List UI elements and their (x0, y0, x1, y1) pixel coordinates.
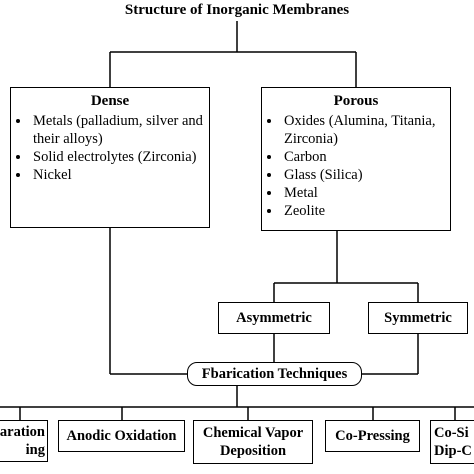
porous-item: Carbon (282, 148, 450, 166)
method-box-co-sintering-dip-coating: Co-Si Dip-C (430, 420, 474, 464)
dense-heading: Dense (90, 93, 130, 109)
dense-item: Metals (palladium, silver and their allo… (31, 112, 209, 148)
dense-item: Solid electrolytes (Zirconia) (31, 148, 209, 166)
porous-box: Porous Oxides (Alumina, Titania, Zirconi… (261, 87, 451, 231)
method-box-chemical-vapor-deposition: Chemical Vapor Deposition (193, 420, 313, 464)
method-line: Anodic Oxidation (66, 428, 177, 444)
method-box-separation: aration ing (0, 420, 48, 462)
method-box-anodic-oxidation: Anodic Oxidation (58, 420, 185, 452)
dense-item: Nickel (31, 166, 209, 184)
porous-item: Metal (282, 184, 450, 202)
method-line: Dip-C (434, 443, 472, 459)
dense-box: Dense Metals (palladium, silver and thei… (10, 87, 210, 228)
method-box-co-pressing: Co-Pressing (325, 420, 420, 452)
method-line: Chemical Vapor (202, 425, 304, 441)
method-line: aration (0, 424, 45, 440)
method-line: ing (25, 442, 45, 458)
symmetric-box: Symmetric (368, 302, 468, 334)
fabrication-techniques-box: Fbarication Techniques (187, 362, 362, 386)
porous-list: Oxides (Alumina, Titania, Zirconia) Carb… (262, 112, 450, 220)
method-line: Deposition (219, 443, 287, 459)
porous-heading: Porous (333, 93, 379, 109)
method-line: Co-Pressing (335, 428, 410, 444)
porous-item: Oxides (Alumina, Titania, Zirconia) (282, 112, 450, 148)
porous-item: Zeolite (282, 202, 450, 220)
method-line: Co-Si (434, 425, 469, 441)
asymmetric-box: Asymmetric (218, 302, 330, 334)
porous-item: Glass (Silica) (282, 166, 450, 184)
dense-list: Metals (palladium, silver and their allo… (11, 112, 209, 184)
diagram-title: Structure of Inorganic Membranes (124, 2, 350, 18)
